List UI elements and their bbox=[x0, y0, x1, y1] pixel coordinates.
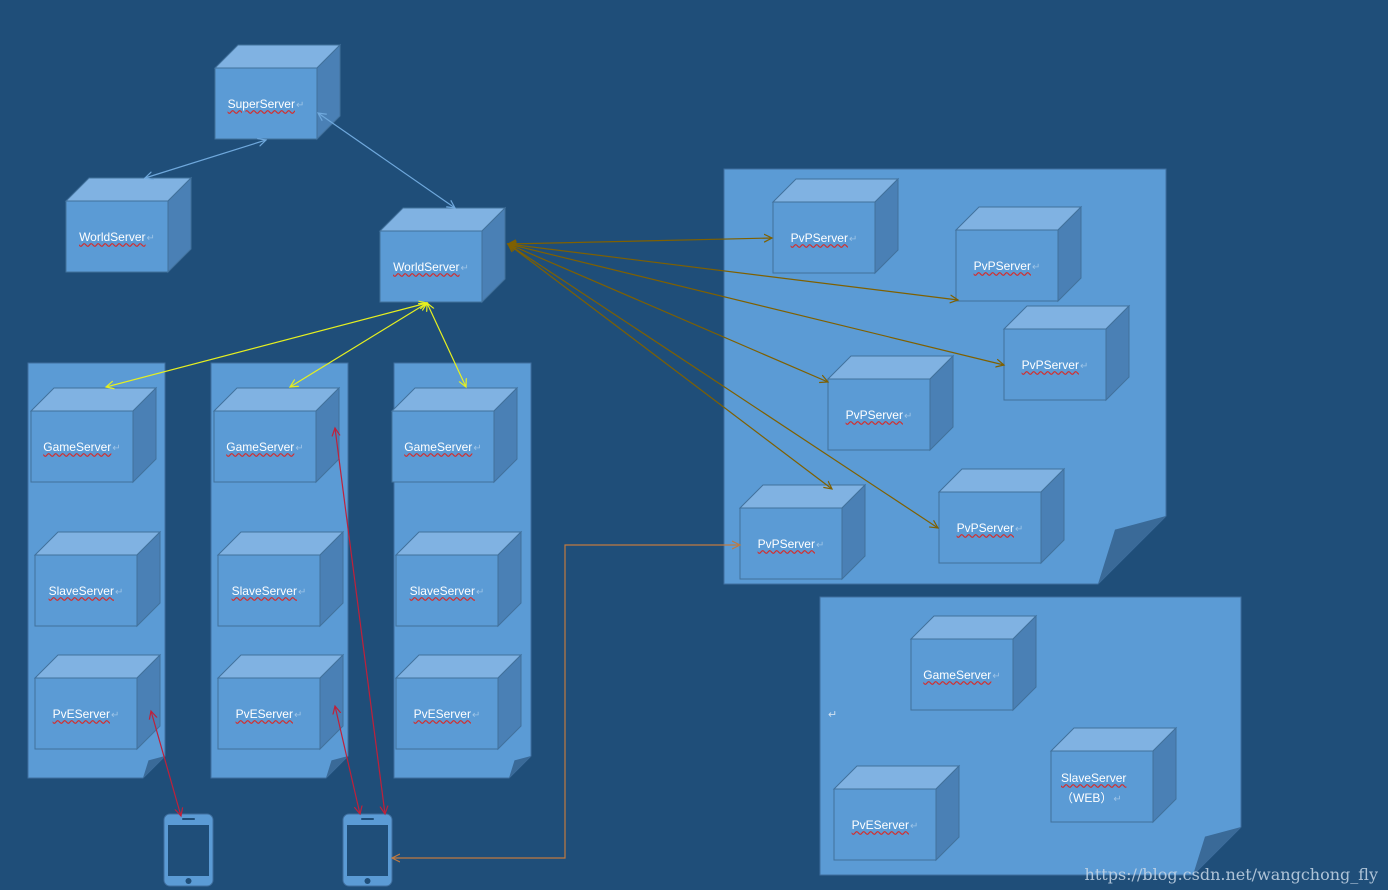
group2-gameserver-box-label: GameServer↵ bbox=[226, 439, 304, 454]
pvpserver-box-2-label: PvPServer↵ bbox=[973, 258, 1041, 273]
pvpserver-box-6 bbox=[937, 467, 1066, 565]
edge-world-pvp-6 bbox=[508, 244, 938, 528]
group3-pveserver-box-label: PvEServer↵ bbox=[413, 706, 481, 721]
pvpserver-box-1 bbox=[771, 177, 900, 275]
web-pveserver-box-label: PvEServer↵ bbox=[851, 817, 919, 832]
web-pveserver-box bbox=[832, 764, 961, 862]
group1-pveserver-box-label: PvEServer↵ bbox=[52, 706, 120, 721]
group2-pveserver-box bbox=[216, 653, 345, 751]
edge-superserver-worldserver-left bbox=[145, 140, 266, 178]
group1-gameserver-box-label: GameServer↵ bbox=[43, 439, 121, 454]
worldserver-left-box-label: WorldServer↵ bbox=[79, 229, 155, 244]
pvpserver-box-3 bbox=[1002, 304, 1131, 402]
mobile-client-2 bbox=[342, 813, 393, 887]
group2-gameserver-box bbox=[212, 386, 341, 484]
group3-slaveserver-box-label: SlaveServer↵ bbox=[409, 583, 485, 598]
edge-superserver-worldserver-main bbox=[318, 113, 455, 208]
group2-slaveserver-box bbox=[216, 530, 345, 628]
pvpserver-box-3-label: PvPServer↵ bbox=[1021, 357, 1089, 372]
group1-gameserver-box bbox=[29, 386, 158, 484]
pvpserver-box-5-label: PvPServer↵ bbox=[757, 536, 825, 551]
group3-gameserver-box bbox=[390, 386, 519, 484]
pvpserver-box-2 bbox=[954, 205, 1083, 303]
group3-slaveserver-box bbox=[394, 530, 523, 628]
edge-phone2-game bbox=[335, 428, 385, 814]
paragraph-mark: ↵ bbox=[828, 709, 838, 721]
edge-phone2-pvp bbox=[392, 545, 740, 858]
pvpserver-box-4 bbox=[826, 354, 955, 452]
watermark: https://blog.csdn.net/wangchong_fly bbox=[1084, 865, 1378, 884]
web-gameserver-box bbox=[909, 614, 1038, 712]
group3-pveserver-box bbox=[394, 653, 523, 751]
web-gameserver-box-label: GameServer↵ bbox=[923, 667, 1001, 682]
edge-world-group2 bbox=[290, 303, 427, 387]
superserver-box-label: SuperServer↵ bbox=[227, 96, 305, 111]
pvpserver-box-1-label: PvPServer↵ bbox=[790, 230, 858, 245]
worldserver-left-box bbox=[64, 176, 193, 274]
group2-slaveserver-box-label: SlaveServer↵ bbox=[231, 583, 307, 598]
web-slaveserver-box-label: SlaveServer（WEB）↵ bbox=[1061, 770, 1127, 805]
edge-phone1-pve bbox=[151, 711, 181, 816]
group1-slaveserver-box bbox=[33, 530, 162, 628]
worldserver-main-box-label: WorldServer↵ bbox=[393, 259, 469, 274]
mobile-client-1 bbox=[163, 813, 214, 887]
worldserver-main-box bbox=[378, 206, 507, 304]
group2-pveserver-box-label: PvEServer↵ bbox=[235, 706, 303, 721]
edge-world-group3 bbox=[427, 303, 466, 387]
pvpserver-box-6-label: PvPServer↵ bbox=[956, 520, 1024, 535]
pvpserver-box-4-label: PvPServer↵ bbox=[845, 407, 913, 422]
superserver-box bbox=[213, 43, 342, 141]
pvpserver-box-5 bbox=[738, 483, 867, 581]
group3-gameserver-box-label: GameServer↵ bbox=[404, 439, 482, 454]
web-slaveserver-box bbox=[1049, 726, 1178, 824]
group1-slaveserver-box-label: SlaveServer↵ bbox=[48, 583, 124, 598]
group1-pveserver-box bbox=[33, 653, 162, 751]
